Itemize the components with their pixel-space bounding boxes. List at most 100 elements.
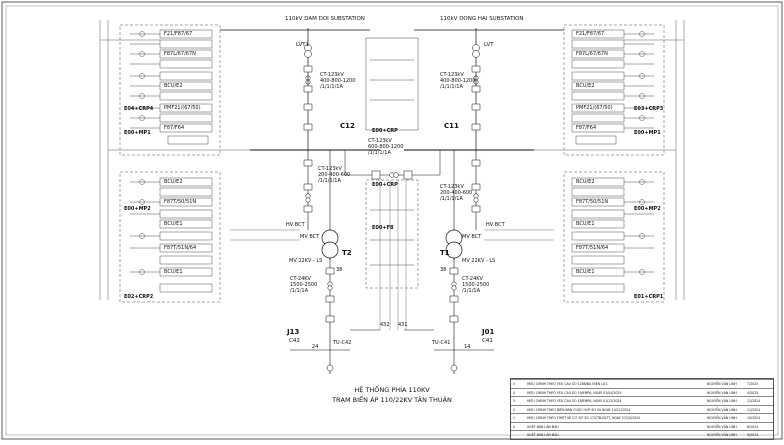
panel-e03-crp3: E03+CRP3 — [634, 106, 664, 112]
bay-38-right: 38 — [440, 267, 447, 273]
device-right-1: F87L/67/67N — [576, 51, 608, 57]
panel-e00-mp1-right: E00+MP1 — [634, 130, 661, 136]
mv-bct-left: MV BCT — [300, 234, 320, 240]
right-bottom-panel — [563, 171, 665, 303]
drawing-title-line1: HỆ THỐNG PHÍA 110KV — [354, 386, 430, 394]
ct24-left-label: CT-24KV — [290, 276, 311, 282]
hv-bct-left: HV BCT — [286, 222, 305, 228]
ct-top-right-label: CT-123kV — [440, 72, 464, 78]
revision-row: 2 HIỆU CHỈNH THEO BIÊN BẢN CUỘC HỌP SỐ 0… — [511, 404, 773, 415]
transformer-switchgear — [303, 159, 481, 213]
panel-e00-mp1-left: E00+MP1 — [124, 130, 151, 136]
ct-mid-class: /1/1/1/1A — [368, 150, 391, 156]
bay-j01-label: J01 — [482, 328, 495, 336]
left-substation-title: 110kV DAM DOI SUBSTATION — [285, 16, 365, 22]
ct24-right-label: CT-24KV — [462, 276, 483, 282]
panel-e04-crp4: E04+CRP4 — [124, 106, 154, 112]
ct-right-t1-ratio: 200-400-600 — [440, 190, 473, 196]
mv-switchgear — [325, 267, 459, 372]
device-left-2: BCU/E2 — [164, 83, 183, 89]
device-left-9: BCU/E1 — [164, 269, 183, 275]
revision-row: 4 HIỆU CHỈNH THEO YÊU CẦU SỐ 19/EMPA, NG… — [511, 387, 773, 398]
device-left-8: F87T/51N/64 — [164, 245, 197, 251]
ct-mid-label: CT-123kV — [368, 138, 392, 144]
panel-center-bot: E00+F8 — [372, 225, 394, 231]
mv-bct-right: MV BCT — [462, 234, 482, 240]
device-left-5: BCU/E2 — [164, 179, 183, 185]
drawing-title-line2: TRẠM BIẾN ÁP 110/22KV TÂN THUẬN — [332, 396, 452, 404]
center-lower-wiring — [230, 180, 554, 330]
feeder-switchgear — [303, 44, 481, 131]
sheet-inner-frame — [5, 5, 779, 436]
ct-right-t1-label: CT-123kV — [440, 184, 464, 190]
bus-c41-label: C41 — [482, 338, 493, 344]
ct-top-left-class: /1/1/1/1A — [320, 84, 343, 90]
bay-j13-label: J13 — [287, 328, 300, 336]
ct24-left-class: /1/1/1A — [290, 288, 309, 294]
right-lvt-label: LVT — [484, 42, 494, 48]
panel-e02-crp2: E02+CRP2 — [124, 294, 154, 300]
transformer-t2-label: T2 — [342, 249, 352, 257]
device-right-4: F87/F64 — [576, 125, 597, 131]
transformer-t1-label: T1 — [440, 249, 450, 257]
device-right-2: BCU/E2 — [576, 83, 595, 89]
ct-left-t2-class: /1/1/1/1A — [318, 178, 341, 184]
device-right-0: F21/F87/67 — [576, 31, 605, 37]
right-substation-title: 110kV DONG HAI SUBSTATION — [440, 16, 524, 22]
bay-38-left: 38 — [336, 267, 343, 273]
revision-row: XUẤT BẢN LẦN ĐẦU NGUYỄN VĂN LINH 5/2024 — [511, 430, 773, 440]
device-right-9: BCU/E1 — [576, 269, 595, 275]
panel-center-top: E00+CRP — [372, 128, 398, 134]
hv-bct-right: HV BCT — [486, 222, 505, 228]
device-left-1: F87L/67/67N — [164, 51, 196, 57]
device-right-8: F87T/51N/64 — [576, 245, 609, 251]
device-right-5: BCU/E2 — [576, 179, 595, 185]
busbar-c11-label: C11 — [444, 122, 459, 130]
revision-table: 5 HIỆU CHỈNH THEO YÊU CẦU SỐ 1288/ĐA ĐIỆ… — [510, 378, 774, 440]
left-bottom-panel — [119, 171, 221, 303]
ct-top-left-ratio: 400-800-1200 — [320, 78, 356, 84]
device-right-6: F87T/50/51N — [576, 199, 609, 205]
device-left-4: F87/F64 — [164, 125, 185, 131]
ct-mid-ratio: 600-800-1200 — [368, 144, 404, 150]
mv-right-label: MV 22KV - LS — [462, 258, 496, 264]
panel-center-mid: E00+CRP — [372, 182, 398, 188]
side-wiring — [99, 20, 685, 300]
revision-row: 1 HIỆU CHỈNH THEO THIẾT KẾ CƠ SỞ SỐ 172/… — [511, 413, 773, 423]
revision-row: 3 HIỆU CHỈNH THEO YÊU CẦU SỐ 18/EMPA, NG… — [511, 396, 773, 406]
ct-left-t2-ratio: 200-400-600 — [318, 172, 351, 178]
top-current-transformers — [305, 75, 479, 85]
panel-e00-mp2-right: E00+MP2 — [634, 206, 661, 212]
ct24-right-class: /1/1/1A — [462, 288, 481, 294]
bay-14-label: 14 — [464, 344, 471, 350]
device-right-7: BCU/E1 — [576, 221, 595, 227]
left-lvt-label: LVT1 — [296, 42, 310, 48]
left-top-panel — [119, 24, 221, 156]
ct-left-t2-label: CT-123kV — [318, 166, 342, 172]
ct-top-right-ratio: 400-800-1200 — [440, 78, 476, 84]
device-left-3: PMF21/(67/50) — [164, 105, 201, 111]
revision-row: 0 XUẤT BẢN LẦN ĐẦU NGUYỄN VĂN LINH 6/202… — [511, 421, 773, 432]
bay-24-label: 24 — [312, 344, 319, 350]
revision-row: 5 HIỆU CHỈNH THEO YÊU CẦU SỐ 1288/ĐA ĐIỆ… — [511, 379, 773, 389]
bus-c42-label: C42 — [289, 338, 300, 344]
power-transformers — [321, 229, 463, 259]
ct-right-t1-class: /1/1/1/1A — [440, 196, 463, 202]
mv-left-label: MV 22KV - LS — [289, 258, 323, 264]
device-right-3: PMF21/(67/50) — [576, 105, 613, 111]
bay-431-label: 431 — [398, 322, 408, 328]
bay-432-label: 432 — [380, 322, 390, 328]
ct-top-left-label: CT-123kV — [320, 72, 344, 78]
busbar-c12-label: C12 — [340, 122, 355, 130]
device-left-0: F21/F87/67 — [164, 31, 193, 37]
device-left-6: F87T/50/51N — [164, 199, 197, 205]
panel-e01-crp1: E01+CRP1 — [634, 294, 664, 300]
bus-coupler — [344, 150, 441, 180]
panel-e00-mp2-left: E00+MP2 — [124, 206, 151, 212]
right-top-panel — [563, 24, 665, 156]
tu-c42-label: TU-C42 — [333, 340, 352, 346]
ct-top-right-class: /1/1/1/1A — [440, 84, 463, 90]
